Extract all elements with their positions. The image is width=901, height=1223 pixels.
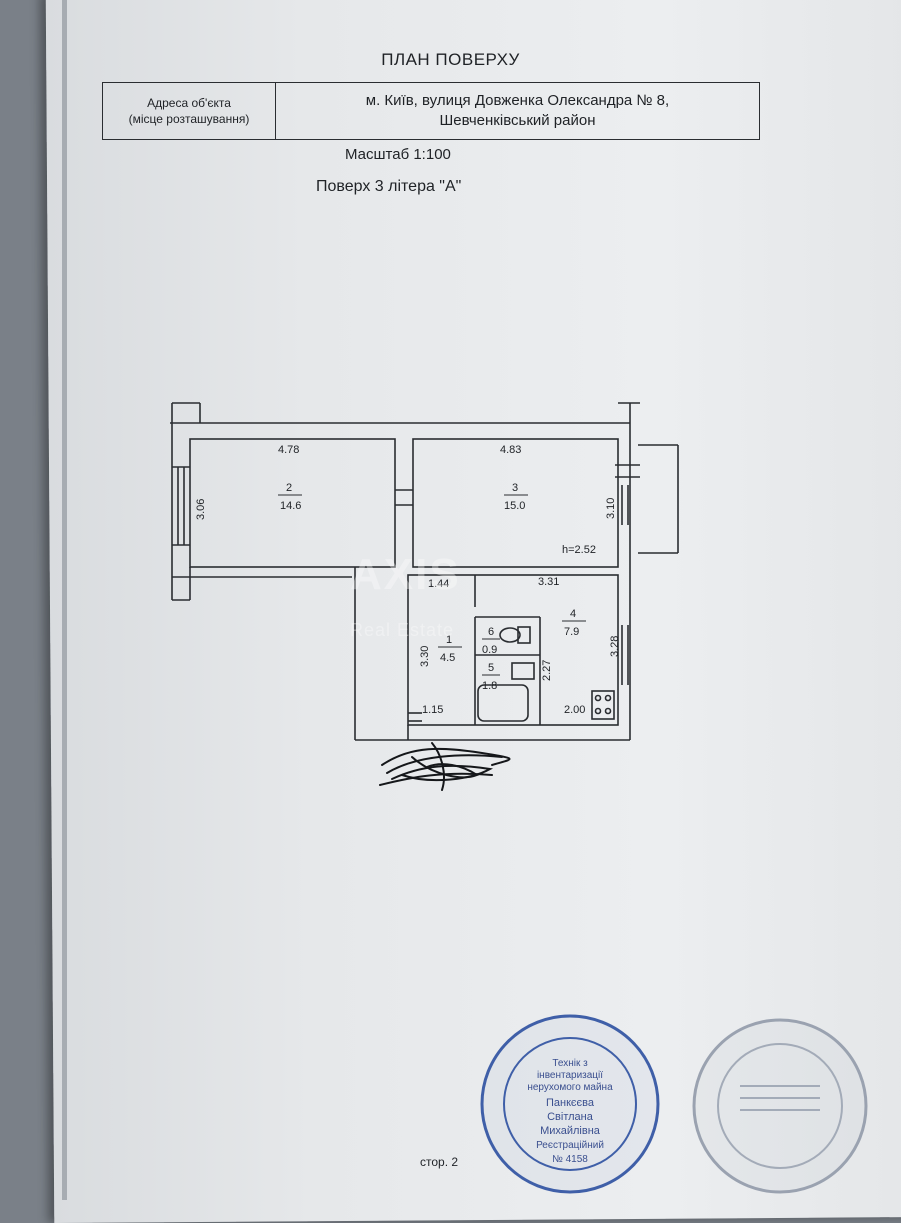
dim-kitchen-bottom: 2.00 [564, 704, 585, 716]
dim-hall-bottom: 1.15 [422, 704, 443, 716]
room-area-6: 0.9 [482, 644, 497, 656]
room-number-6: 6 [488, 626, 494, 638]
floor-label: Поверх 3 літера "А" [316, 178, 462, 195]
stamp-line2: інвентаризації [537, 1070, 603, 1081]
stamp-line5: Світлана [547, 1111, 594, 1123]
stamp-line3: нерухомого майна [527, 1082, 613, 1093]
stamp-line1: Технік з [552, 1058, 588, 1069]
address-value-line2: Шевченківський район [439, 112, 596, 129]
stamp-line6: Михайлівна [540, 1125, 601, 1137]
room-area-1: 4.5 [440, 652, 455, 664]
address-label-cell: Адреса об'єкта (місце розташування) [103, 83, 276, 139]
room-area-3: 15.0 [504, 500, 525, 512]
room-area-4: 7.9 [564, 626, 579, 638]
room-number-1: 1 [446, 634, 452, 646]
dim-room2-width: 4.78 [278, 444, 299, 456]
stamp-line4: Панкєєва [546, 1097, 595, 1109]
dim-bath-depth: 2.27 [541, 660, 553, 681]
dim-room3-depth: 3.10 [605, 498, 617, 519]
watermark-brand: AXIS [350, 550, 461, 599]
official-stamp: Технік з інвентаризації нерухомого майна… [480, 1014, 660, 1194]
dim-hall-width: 1.44 [428, 578, 449, 590]
room-number-2: 2 [286, 482, 292, 494]
stamp-line8: № 4158 [552, 1154, 588, 1165]
room-area-5: 1.8 [482, 680, 497, 692]
faded-stamp [692, 1018, 868, 1194]
stamp-line7: Реєстраційний [536, 1140, 604, 1151]
page-edge [62, 0, 67, 1200]
ceiling-height: h=2.52 [562, 544, 596, 556]
address-label-line2: (місце розташування) [128, 112, 250, 126]
room-number-4: 4 [570, 608, 576, 620]
floor-plan: 4.78 4.83 3.06 3.10 2 14.6 3 15.0 h=2.52… [170, 402, 679, 741]
address-label-line1: Адреса об'єкта [147, 96, 231, 110]
signature-scribble [379, 742, 511, 791]
dim-room2-depth: 3.06 [195, 499, 207, 520]
room-number-3: 3 [512, 482, 518, 494]
dim-hall-depth: 3.30 [419, 646, 431, 667]
dim-kitchen-depth: 3.28 [609, 636, 621, 657]
watermark-sub: Real Estate [350, 620, 455, 640]
address-value-cell: м. Київ, вулиця Довженка Олександра № 8,… [276, 83, 759, 139]
address-value-line1: м. Київ, вулиця Довженка Олександра № 8, [365, 92, 670, 109]
room-number-5: 5 [488, 662, 494, 674]
room-area-2: 14.6 [280, 500, 301, 512]
dim-room3-width: 4.83 [500, 444, 521, 456]
page-title: ПЛАН ПОВЕРХУ [381, 50, 520, 69]
page-number: стор. 2 [420, 1155, 459, 1169]
address-table: Адреса об'єкта (місце розташування) м. К… [102, 82, 760, 140]
scale-label: Масштаб 1:100 [345, 146, 451, 163]
dim-kitchen-width: 3.31 [538, 576, 559, 588]
